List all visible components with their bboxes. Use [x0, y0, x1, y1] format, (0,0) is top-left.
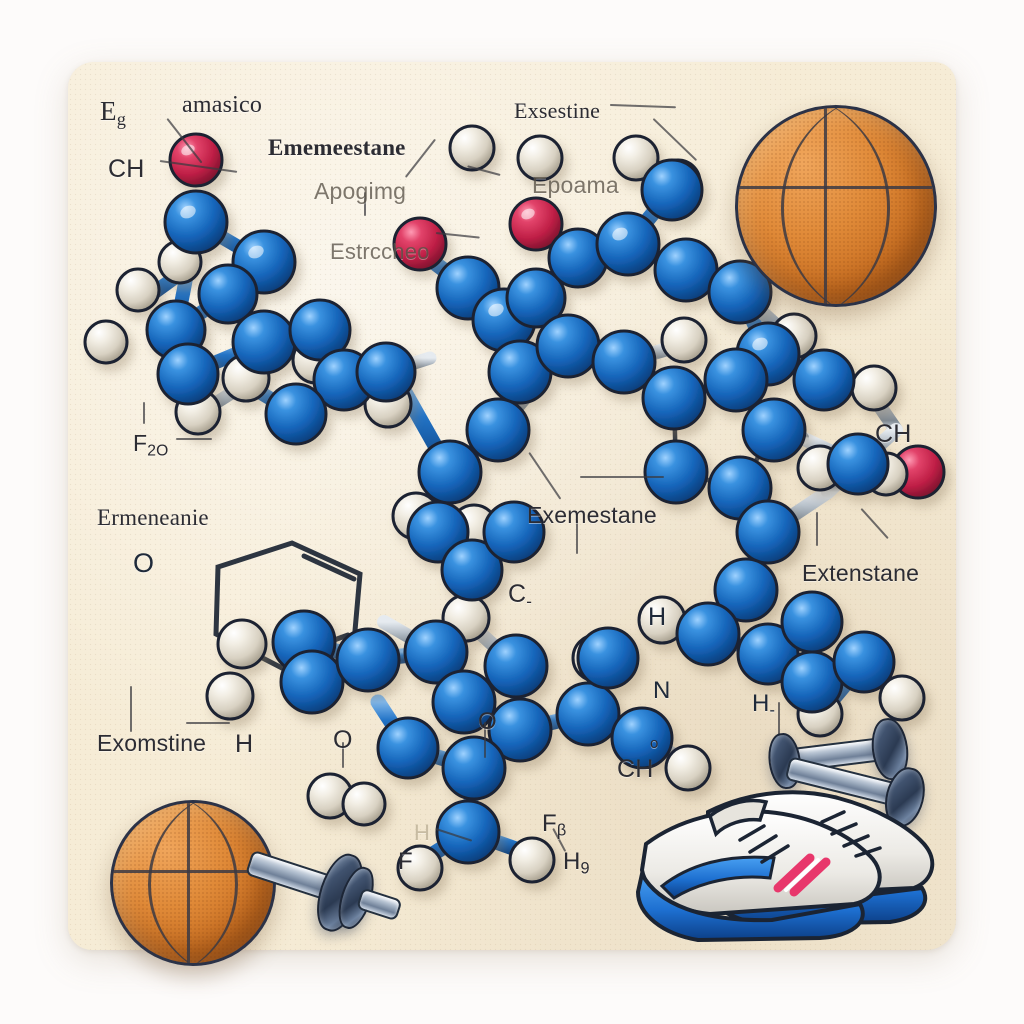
annotation-label: H: [414, 820, 430, 846]
basketball-top-right: [735, 105, 937, 307]
annotation-label: CH: [617, 755, 654, 784]
label-text: Ememeestane: [268, 135, 406, 160]
annotation-label: Apogimg: [314, 178, 406, 205]
leader-line: [816, 512, 818, 546]
label-text: Ermeneanie: [97, 505, 209, 530]
leader-line: [143, 402, 145, 424]
basketball-bottom-left: [110, 800, 276, 966]
leader-line: [130, 686, 132, 732]
annotation-label: amasico: [182, 92, 262, 119]
shoe-laces: [738, 810, 882, 864]
basketball-seam: [781, 108, 934, 304]
shoe-collar: [707, 798, 769, 838]
annotation-label: O: [478, 708, 497, 736]
annotation-label: O: [133, 548, 154, 579]
annotation-label: o: [650, 735, 659, 752]
label-text: Exomstine: [97, 730, 207, 756]
label-text: H: [752, 690, 770, 717]
label-text: F: [398, 848, 413, 875]
annotation-label: C-: [508, 580, 532, 612]
label-subscript: 2O: [147, 442, 169, 460]
molecule-artwork: [83, 124, 946, 892]
label-text: CH: [875, 420, 912, 448]
label-text: CH: [108, 155, 145, 183]
label-text: H: [414, 820, 431, 845]
annotation-label: H-: [752, 690, 775, 721]
basketball-seam: [148, 803, 273, 963]
label-subscript: -: [769, 701, 776, 720]
sneakers-bottom-right: [632, 782, 948, 952]
annotation-label: Exemestane: [527, 502, 657, 529]
annotation-label: N: [653, 677, 671, 705]
label-text: O: [478, 708, 497, 735]
label-text: Epoama: [532, 172, 619, 198]
annotation-label: O: [333, 726, 353, 755]
label-text: o: [650, 735, 659, 752]
annotation-label: Eg: [100, 96, 126, 130]
annotation-label: Estrccheo: [330, 239, 430, 265]
label-text: amasico: [182, 92, 263, 118]
shoe-sole-front: [635, 868, 865, 943]
label-text: F: [542, 810, 557, 837]
label-subscript: g: [116, 109, 127, 130]
annotation-label: H: [648, 603, 666, 632]
annotation-label: Ememeestane: [268, 135, 406, 161]
annotation-label: Epoama: [532, 172, 619, 199]
annotation-label: Exsestine: [514, 98, 600, 124]
label-text: O: [133, 548, 155, 578]
label-text: Apogimg: [314, 178, 407, 204]
label-text: C: [508, 580, 527, 608]
annotation-label: CH: [875, 420, 912, 449]
annotation-label: CH: [108, 155, 145, 184]
annotation-label: Fβ: [542, 810, 566, 841]
label-text: Estrccheo: [330, 239, 430, 264]
label-text: H: [563, 848, 581, 875]
annotation-label: F: [398, 848, 413, 876]
label-text: O: [333, 726, 353, 754]
annotation-label: H: [235, 730, 253, 759]
annotation-label: F2O: [133, 430, 169, 460]
leader-line: [176, 438, 212, 440]
label-text: H: [648, 603, 667, 631]
label-text: F: [133, 430, 148, 456]
annotation-label: H9: [563, 848, 590, 879]
label-text: Extenstane: [802, 560, 920, 586]
leader-line: [186, 722, 230, 724]
annotation-label: Extenstane: [802, 560, 919, 587]
shoe-stripe-blue: [659, 855, 776, 900]
label-text: N: [653, 677, 671, 704]
label-subscript: 9: [580, 859, 590, 878]
label-text: Exsestine: [514, 98, 601, 123]
annotation-label: Ermeneanie: [97, 505, 209, 531]
label-text: Exemestane: [527, 502, 657, 528]
label-text: H: [235, 730, 254, 758]
leader-line: [580, 476, 664, 478]
annotation-label: Exomstine: [97, 730, 206, 757]
label-subscript: β: [556, 821, 567, 840]
label-text: CH: [617, 755, 654, 783]
shoe-stripes-pink: [773, 853, 831, 897]
label-subscript: -: [526, 591, 533, 611]
label-text: E: [100, 96, 117, 126]
